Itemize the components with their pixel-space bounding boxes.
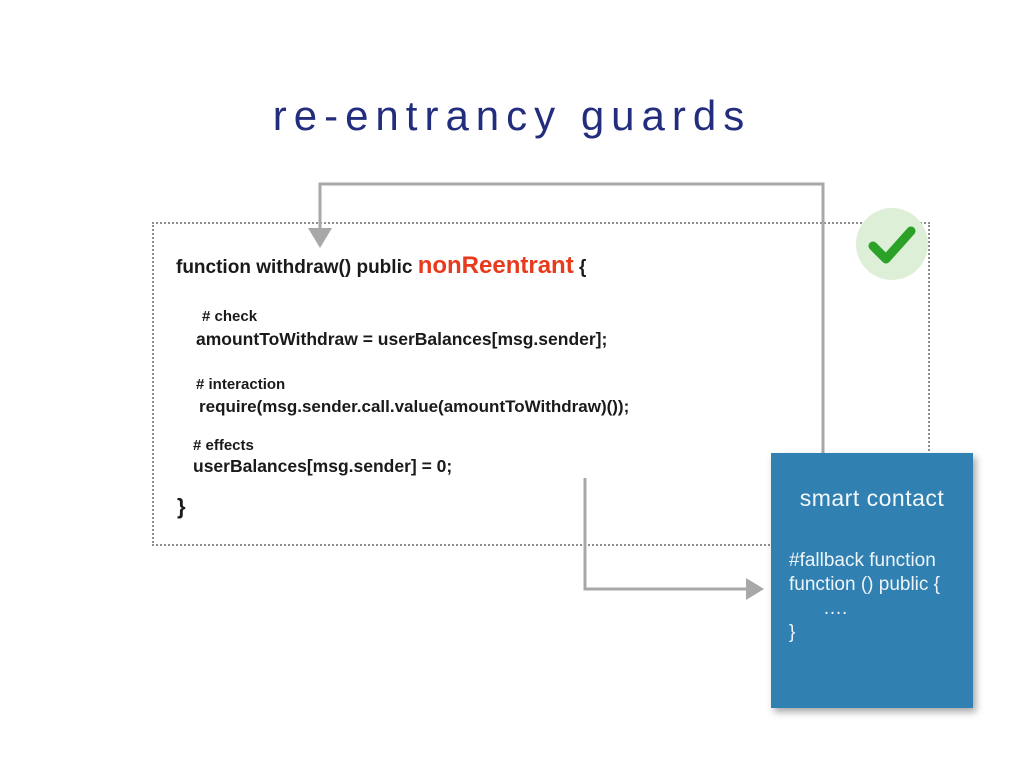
checkmark-icon [868,226,916,264]
code-line-check: amountToWithdraw = userBalances[msg.send… [196,329,608,349]
contract-body: #fallback function function () public { … [789,549,965,645]
slide-title: re-entrancy guards [272,92,752,139]
contract-line-function: function () public { [789,574,941,595]
signature-prefix: function withdraw() public [176,257,418,278]
comment-effects: # effects [193,437,254,454]
code-line-function-signature: function withdraw() public nonReentrant … [176,252,586,280]
keyword-nonreentrant: nonReentrant [417,252,574,279]
contract-line-ellipsis: …. [823,598,848,619]
check-badge [856,208,928,280]
contract-title: smart contact [799,485,945,511]
comment-interaction: # interaction [196,376,286,393]
code-line-interaction: require(msg.sender.call.value(amountToWi… [199,397,630,416]
contract-line-brace: } [789,622,796,643]
contract-line-fallback: #fallback function [789,550,936,571]
closing-brace: } [177,494,186,519]
comment-check: # check [202,308,258,325]
contract-card: smart contact #fallback function functio… [771,453,973,708]
signature-suffix: { [573,257,587,278]
code-line-effects: userBalances[msg.sender] = 0; [193,456,453,476]
